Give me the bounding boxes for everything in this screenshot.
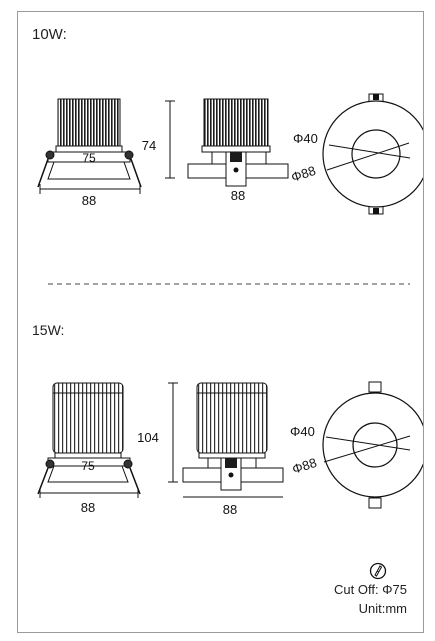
drawing-notes: Cut Off: Φ75 Unit:mm: [334, 562, 407, 618]
trim-ring: [47, 465, 129, 483]
inner-diameter-label: Φ40: [293, 131, 318, 146]
outer-diameter-line: [323, 435, 411, 463]
gimbal-knob: [225, 458, 237, 468]
heatsink-base: [201, 145, 271, 153]
inner-diameter-label: Φ40: [290, 424, 315, 439]
clip-tab-top: [368, 381, 382, 393]
spring-screw-right: [123, 459, 133, 469]
clip-tab-bottom: [368, 497, 382, 509]
side-width-label: 88: [231, 188, 245, 203]
section-label-15w: 15W:: [32, 322, 65, 338]
drawing-sheet: 10W: 15W: 75 88: [17, 11, 424, 633]
spring-screw-left: [45, 150, 55, 160]
pivot-screw: [228, 472, 234, 478]
inner-width-label: 75: [81, 459, 95, 473]
clip-right: [130, 158, 142, 188]
spring-screw-right: [124, 150, 134, 160]
front-view-15w: 75 88: [37, 382, 141, 515]
side-view-15w: 104 88: [137, 382, 284, 517]
gimbal-knob: [230, 152, 242, 162]
clip-tab-slot: [373, 94, 379, 100]
width-label: 88: [81, 500, 95, 515]
cut-out-icon: [369, 562, 387, 580]
heatsink-base: [54, 452, 122, 459]
inner-diameter-line: [328, 144, 411, 159]
height-label: 74: [142, 138, 156, 153]
heatsink-side-10w: [203, 98, 269, 148]
section-label-10w: 10W:: [32, 26, 67, 43]
front-view-10w: 75 88: [37, 98, 142, 208]
pivot-screw: [233, 167, 239, 173]
technical-drawings: 75 88 74 88 Φ40: [37, 93, 423, 517]
height-label: 104: [137, 430, 159, 445]
heatsink-base: [198, 452, 266, 459]
clip-tab-slot: [373, 208, 379, 214]
outer-diameter-label: Φ88: [290, 455, 318, 477]
trim-ring: [47, 161, 131, 180]
top-view-15w: Φ40 Φ88: [290, 381, 423, 509]
clip-left: [37, 158, 49, 188]
side-view-10w: 74 88: [142, 98, 289, 203]
spring-screw-left: [45, 459, 55, 469]
outer-diameter-label: Φ88: [289, 163, 317, 185]
heatsink-10w: [57, 98, 121, 148]
width-label: 88: [82, 193, 96, 208]
unit-note: Unit:mm: [358, 601, 407, 616]
outer-diameter-line: [326, 142, 410, 171]
inner-width-label: 75: [82, 151, 96, 165]
inner-diameter-line: [325, 436, 411, 451]
top-view-10w: Φ40 Φ88: [289, 93, 423, 215]
cut-off-note: Cut Off: Φ75: [334, 582, 407, 597]
side-width-label: 88: [223, 502, 237, 517]
